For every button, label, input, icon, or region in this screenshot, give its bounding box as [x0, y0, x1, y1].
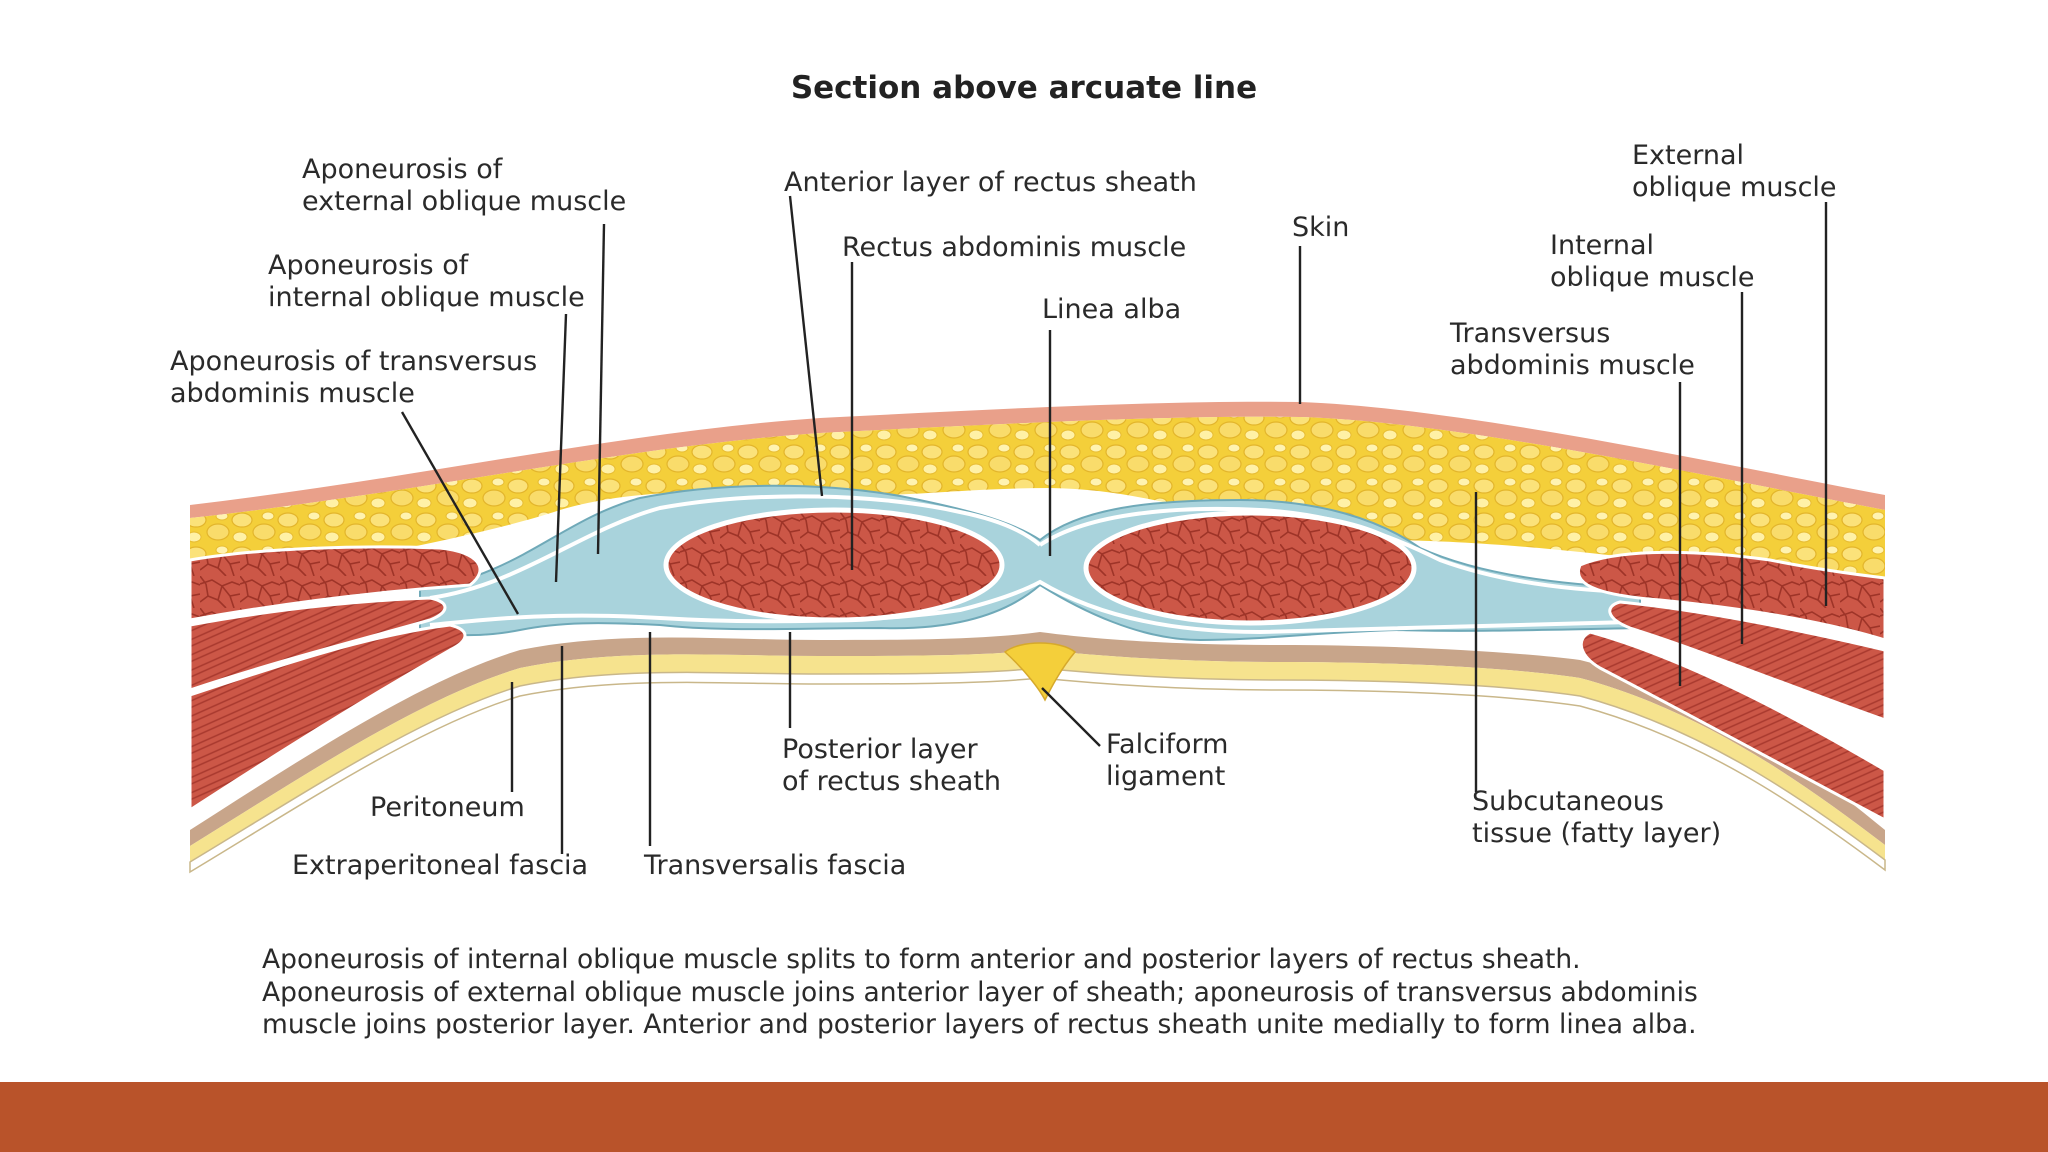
falciform-ligament — [1003, 642, 1077, 702]
leader-apon-transversus — [400, 411, 520, 615]
left-transversus-muscle — [188, 623, 467, 813]
subcutaneous-fat-layer — [190, 416, 1885, 600]
label-rectus-abdominis: Rectus abdominis muscle — [842, 232, 1187, 263]
anterior-sheath-line — [429, 494, 1042, 600]
leader-falciform — [1041, 687, 1101, 747]
leader-apon-ext-oblique — [596, 223, 606, 555]
rectus-abdominis-left — [663, 507, 1005, 623]
caption-line: Aponeurosis of internal oblique muscle s… — [262, 944, 1581, 975]
label-anterior-layer: Anterior layer of rectus sheath — [784, 167, 1197, 198]
posterior-sheath-line — [429, 579, 1631, 635]
label-skin: Skin — [1292, 212, 1350, 243]
figure-caption: Aponeurosis of internal oblique muscle s… — [262, 944, 1822, 1042]
leader-apon-int-oblique — [554, 313, 568, 583]
caption-line: muscle joins posterior layer. Anterior a… — [262, 1009, 1697, 1040]
label-linea-alba: Linea alba — [1042, 294, 1182, 325]
right-internal-oblique-muscle — [1608, 600, 1887, 723]
label-extraperitoneal-fascia: Extraperitoneal fascia — [292, 850, 589, 881]
peritoneum-layer — [189, 667, 1886, 874]
skin-layer — [190, 401, 1885, 518]
leader-lines — [400, 195, 1828, 854]
slide-footer-bar — [0, 1082, 2048, 1152]
leader-anterior-layer — [788, 195, 824, 497]
left-internal-oblique-muscle — [188, 596, 447, 693]
right-transversus-muscle — [1579, 630, 1887, 823]
rectus-abdominis-right — [1083, 510, 1417, 626]
left-external-oblique-muscle — [188, 545, 482, 622]
right-external-oblique-muscle — [1576, 550, 1887, 643]
label-peritoneum: Peritoneum — [370, 792, 525, 823]
caption-line: Aponeurosis of external oblique muscle j… — [262, 976, 1698, 1008]
label-transversalis-fascia: Transversalis fascia — [644, 850, 907, 881]
diagram-title: Section above arcuate line — [790, 70, 1258, 106]
